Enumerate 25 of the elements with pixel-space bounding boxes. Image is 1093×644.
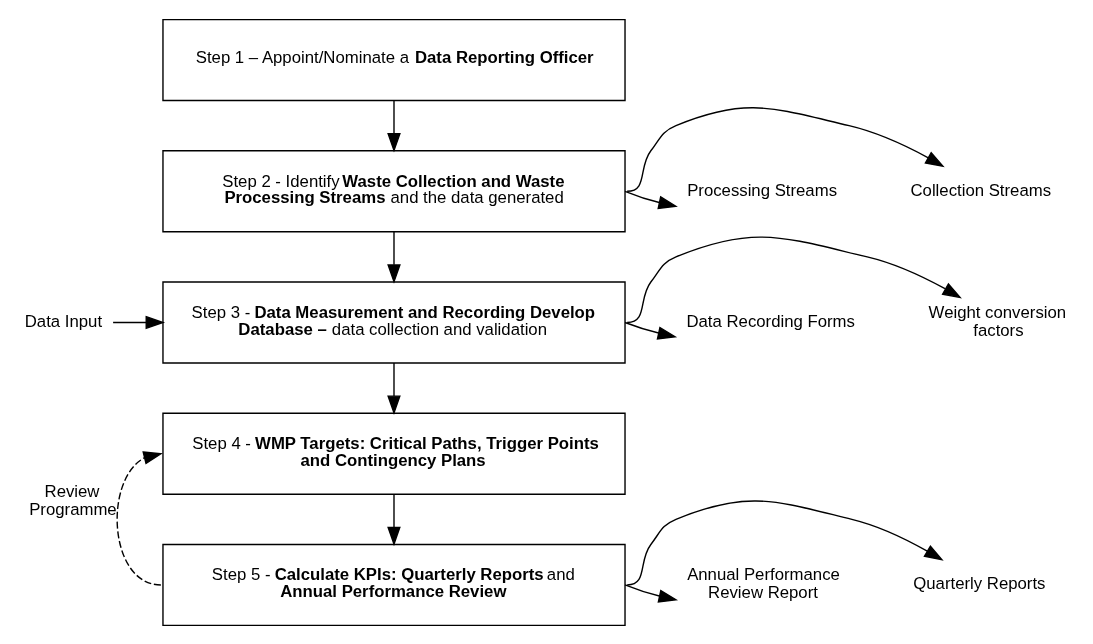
node-text: Data Input [24, 311, 103, 331]
node-text: Processing Streams [687, 180, 838, 200]
arrow [626, 499, 944, 586]
node-text: Weight conversion factors [928, 302, 1067, 340]
arrow [116, 450, 163, 586]
node-box: Step 4 - WMP Targets: Critical Paths, Trigger Points and Contingency Plans [162, 412, 626, 495]
node-text: Annual Performance Review Report [687, 564, 840, 602]
arrow [624, 190, 678, 209]
arrow [626, 106, 945, 192]
node-text: Quarterly Reports [913, 573, 1046, 593]
node-text: Collection Streams [910, 180, 1052, 200]
node-box: Step 1 – Appoint/Nominate a Data Reporting Officer [162, 18, 626, 101]
node-text: Data Recording Forms [686, 311, 855, 331]
arrow [387, 493, 401, 546]
node-box: Step 2 - Identify Waste Collection and Waste Processing Streams and the data generated [162, 149, 626, 232]
arrow [387, 230, 401, 284]
edge-label: Review Programme [29, 481, 117, 519]
arrow [626, 235, 962, 323]
node-box: Step 5 - Calculate KPIs: Quarterly Reports and Annual Performance Review [162, 543, 626, 626]
arrow [387, 361, 401, 415]
arrow [624, 583, 679, 603]
node-box: Step 3 - Data Measurement and Recording Develop Database – data collection and validation [162, 280, 626, 364]
arrow [112, 315, 166, 329]
arrow [624, 321, 678, 340]
arrow [387, 99, 401, 153]
